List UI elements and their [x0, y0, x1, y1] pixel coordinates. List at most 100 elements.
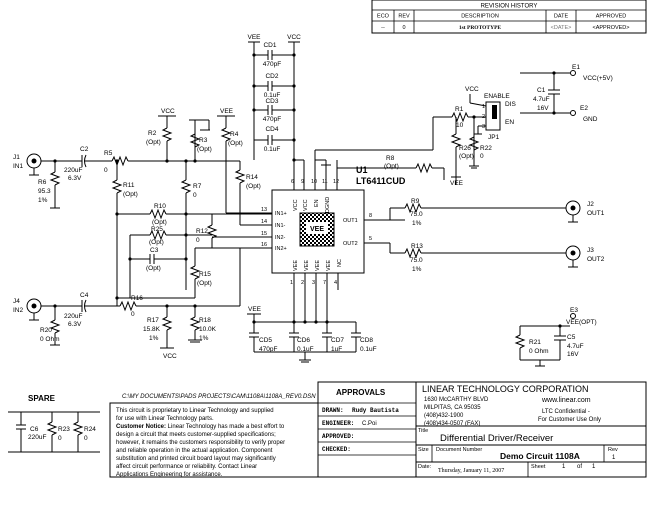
j2-name: OUT1 [587, 210, 605, 217]
r17-vcc-label: VCC [163, 353, 177, 360]
r18-value: 10.0K [199, 326, 217, 333]
r18-tolerance: 1% [199, 335, 209, 342]
u1-pin16-num: 16 [261, 242, 267, 248]
u1-pin9-name: VCC [303, 199, 309, 211]
c6-value: 220uF [28, 434, 46, 441]
c4-ref: C4 [80, 292, 89, 299]
c5-voltage: 16V [567, 351, 579, 358]
doc-number-label: Document Number [436, 447, 482, 453]
customer-notice-line3: and reliable operation in the actual app… [116, 448, 273, 454]
r12-ref: R12 [196, 228, 208, 235]
r20-value: 0 Ohm [40, 336, 60, 343]
u1-pin11-name: DGND [325, 197, 331, 213]
confidential-line1: LTC Confidential - [542, 409, 590, 415]
u1-pin1-name: VEE [293, 260, 299, 271]
r4-ref: R4 [230, 131, 239, 138]
r25-value: (Opt) [149, 239, 164, 246]
c2-voltage: 6.3V [68, 175, 82, 182]
rev-row-approved: <APPROVED> [593, 25, 630, 31]
cd5-ref: CD5 [259, 337, 272, 344]
supply-label-vee: VEE [247, 34, 261, 41]
r8-section: R8 (Opt) [337, 155, 445, 180]
revision-history-title: REVISION HISTORY [481, 4, 538, 10]
company-fax: (408)434-0507 (FAX) [424, 421, 480, 427]
c5-value: 4.7uF [567, 343, 584, 350]
r13-tolerance: 1% [412, 266, 422, 273]
r2-value: (Opt) [146, 139, 161, 146]
r8-ref: R8 [386, 155, 395, 162]
rev-header-description: DESCRIPTION [461, 14, 499, 20]
r23-value: 0 [58, 435, 62, 442]
cd8-value: 0.1uF [360, 346, 377, 353]
r15-ref: R15 [199, 271, 211, 278]
drawing-date: Thursday, January 11, 2007 [438, 468, 504, 474]
revision-history-table: REVISION HISTORY ECO REV DESCRIPTION DAT… [371, 0, 647, 34]
r7-ref: R7 [193, 183, 202, 190]
r14-value: (Opt) [246, 183, 261, 190]
svg-text:Customer Notice: Linear Techno: Customer Notice: Linear Technology has m… [116, 424, 285, 430]
rev-header-approved: APPROVED [596, 14, 627, 20]
cd5-value: 470pF [259, 346, 277, 353]
r13-ref: R13 [411, 243, 423, 250]
r8-value: (Opt) [384, 163, 399, 170]
r12-value: 0 [196, 237, 200, 244]
rev-row-description: 1st PROTOTYPE [459, 25, 502, 31]
output-section: R9 75.0 1% J2 OUT1 R13 75.0 1% J3 OUT2 [389, 198, 605, 273]
u1-pin14-name: IN1- [275, 223, 286, 229]
rev-label: Rev [608, 447, 618, 453]
company-address2: MILPITAS, CA 95035 [424, 405, 481, 411]
en-label: EN [505, 119, 514, 126]
r4-vee-label: VEE [220, 108, 234, 115]
u1-pin11-num: 11 [322, 179, 328, 185]
company-web: www.linear.com [541, 397, 591, 404]
spare-title: SPARE [28, 394, 56, 403]
j4-ref: J4 [13, 298, 20, 305]
company-address1: 1630 McCARTHY BLVD [424, 397, 489, 403]
e1-label: VCC(+5V) [583, 75, 613, 82]
u1-pin8-name: OUT1 [343, 218, 358, 224]
u1-pin10-num: 10 [311, 179, 317, 185]
r1-value: 10 [456, 122, 464, 129]
u1-pin7-num: 7 [323, 280, 326, 286]
rev-header-date: DATE [554, 14, 569, 20]
jp1-pin1: 1 [482, 104, 485, 110]
u1-pin8-num: 8 [369, 213, 372, 219]
title-label: Title [418, 428, 428, 434]
r18-ref: R18 [199, 317, 211, 324]
u1-pin9-num: 9 [301, 179, 304, 185]
r26-vee-label: VEE [450, 180, 464, 187]
decoupling-caps-bottom: VEE CD5 470pF CD6 0.1uF CD7 1uF [247, 306, 377, 363]
r17-ref: R17 [147, 317, 159, 324]
r4-value: (Opt) [228, 140, 243, 147]
r17-value: 15.8K [143, 326, 161, 333]
sheet-label: Sheet [531, 464, 546, 470]
date-label: Date: [418, 464, 432, 470]
r5-value: 0 [104, 167, 108, 174]
e3-label: VEE(OPT) [566, 319, 597, 326]
rev-value: 1 [612, 455, 616, 461]
enable-label: ENABLE [484, 93, 510, 100]
drawn-value: Rudy Bautista [352, 407, 399, 414]
file-path: C:\MY DOCUMENTS\PADS PROJECTS\CAM\1108A\… [122, 394, 316, 400]
u1-part: LT6411CUD [356, 176, 406, 186]
j3-ref: J3 [587, 247, 594, 254]
customer-notice-line5: affect circuit performance or reliabilit… [116, 464, 257, 470]
r6-ref: R6 [38, 179, 47, 186]
cd2-value: 0.1uF [264, 92, 281, 99]
u1-pin3-name: VEE [315, 260, 321, 271]
u1-pad-label: VEE [310, 226, 324, 233]
r22-value: 0 [480, 153, 484, 160]
jumper-vcc-label: VCC [465, 86, 479, 93]
cd6-ref: CD6 [297, 337, 310, 344]
r21-ref: R21 [529, 339, 541, 346]
drawn-label: DRAWN: [322, 407, 344, 414]
r3-value: (Opt) [197, 146, 212, 153]
r26-ref: R26 [459, 145, 471, 152]
title-block: C:\MY DOCUMENTS\PADS PROJECTS\CAM\1108A\… [109, 381, 647, 478]
sheet-number: 1 [562, 464, 566, 470]
customer-notice-line4: substitution and printed circuit board l… [116, 456, 276, 462]
size-label: Size [418, 447, 429, 453]
cd3-ref: CD3 [265, 98, 278, 105]
u1-pin15-num: 15 [261, 231, 267, 237]
